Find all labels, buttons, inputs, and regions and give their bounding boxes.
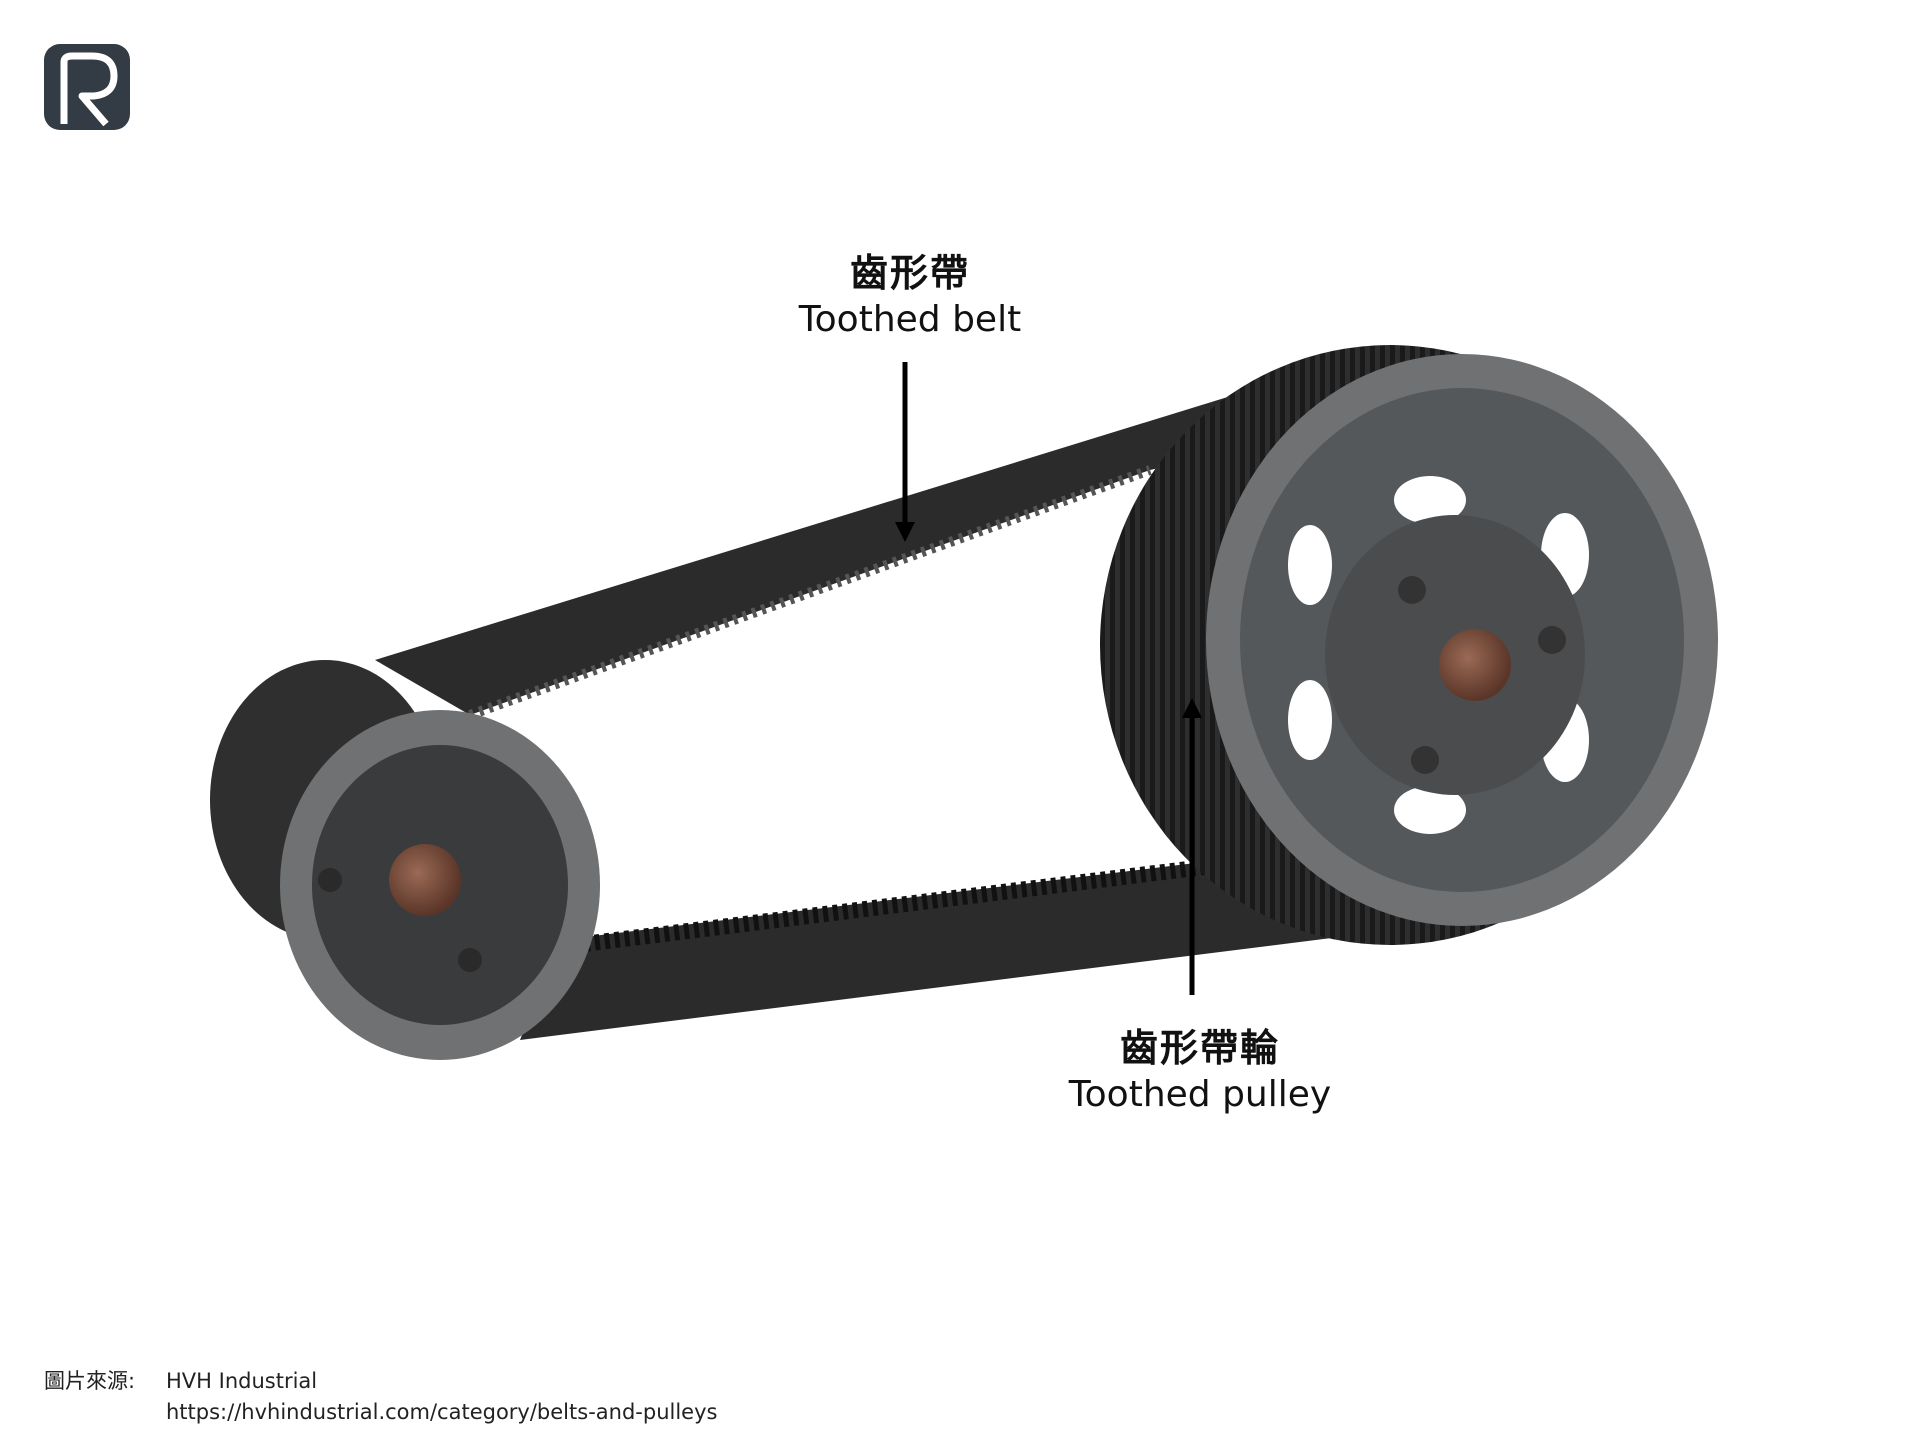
logo-mark <box>60 52 118 127</box>
bushing-bolt <box>458 948 482 972</box>
source-url: https://hvhindustrial.com/category/belts… <box>166 1400 718 1424</box>
pulley-window <box>1288 680 1332 760</box>
toothed-belt-label: 齒形帶 Toothed belt <box>760 250 1060 344</box>
toothed-belt-lower-span <box>520 860 1395 1040</box>
small-toothed-pulley <box>210 660 600 1060</box>
pulley-window <box>1288 525 1332 605</box>
toothed-pulley-label: 齒形帶輪 Toothed pulley <box>1040 1025 1360 1119</box>
belt-tooth-edge <box>468 465 1152 720</box>
toothed-belt-label-en: Toothed belt <box>798 299 1022 340</box>
image-source-credit: 圖片來源: HVH Industrial https://hvhindustri… <box>44 1366 717 1428</box>
large-toothed-pulley <box>1100 345 1718 945</box>
source-name: HVH Industrial <box>166 1369 318 1393</box>
belt-tooth-edge-lower <box>574 857 1221 953</box>
bushing-bolt <box>318 868 342 892</box>
bushing-bolt <box>1538 626 1566 654</box>
belt-pointer-arrow <box>895 362 915 542</box>
bushing-bolt <box>1398 576 1426 604</box>
toothed-pulley-label-zh: 齒形帶輪 <box>1119 1026 1280 1070</box>
pulley-pointer-arrow <box>1182 698 1202 995</box>
pulley-window <box>1394 786 1466 834</box>
large-pulley-shaft <box>1439 629 1511 701</box>
logo-icon <box>44 44 130 130</box>
toothed-belt-label-zh: 齒形帶 <box>849 251 970 295</box>
pulley-window <box>1394 476 1466 524</box>
bushing-bolt <box>1411 746 1439 774</box>
small-pulley-shaft <box>389 844 461 916</box>
source-label: 圖片來源: <box>44 1369 136 1393</box>
toothed-pulley-label-en: Toothed pulley <box>1068 1074 1332 1115</box>
